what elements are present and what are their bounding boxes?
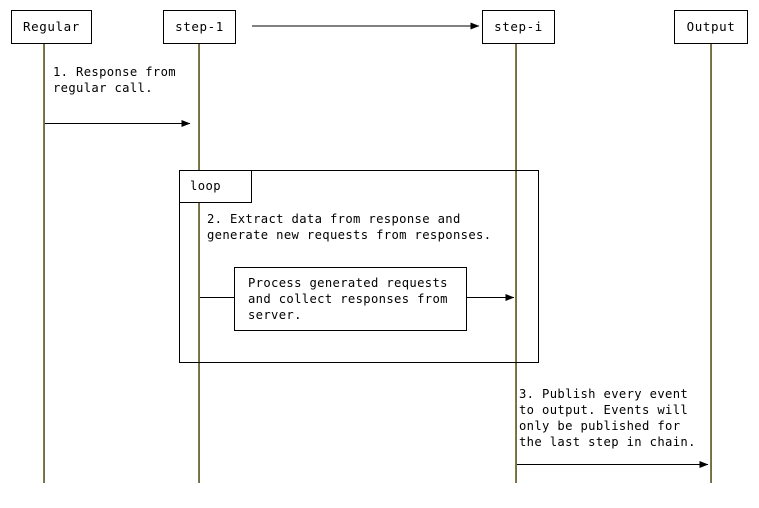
- participant-regular-label: Regular: [23, 18, 80, 34]
- loop-body-line-2: generate new requests from responses.: [207, 228, 492, 242]
- loop-fragment-frame: [179, 170, 539, 363]
- process-note-box: Process generated requests and collect re…: [234, 267, 467, 331]
- loop-fragment-operator-tab: loop: [179, 170, 252, 203]
- participant-step-i-label: step-i: [494, 18, 543, 34]
- lifeline-output: [710, 43, 712, 483]
- process-note-line-1: Process generated requests: [248, 276, 448, 290]
- message-1-label: 1. Response from regular call.: [53, 64, 176, 96]
- loop-fragment-tab-corner: [179, 170, 252, 203]
- message-3-line-4: the last step in chain.: [519, 435, 696, 449]
- lifeline-regular: [43, 43, 45, 483]
- participant-step-i[interactable]: step-i: [482, 10, 555, 44]
- participant-step-1-label: step-1: [175, 18, 224, 34]
- process-note-line-3: server.: [248, 308, 302, 322]
- process-note-line-2: and collect responses from: [248, 292, 448, 306]
- loop-fragment-operator-label: loop: [190, 179, 221, 193]
- message-1-line-1: 1. Response from: [53, 65, 176, 79]
- message-3-line-3: only be published for: [519, 419, 681, 433]
- message-3-label: 3. Publish every event to output. Events …: [519, 386, 696, 450]
- message-1-line-2: regular call.: [53, 81, 153, 95]
- participant-step-1[interactable]: step-1: [163, 10, 236, 44]
- participant-regular[interactable]: Regular: [11, 10, 92, 44]
- message-3-line-2: to output. Events will: [519, 403, 689, 417]
- lifeline-step-i: [515, 43, 517, 483]
- participant-output[interactable]: Output: [674, 10, 748, 44]
- participant-output-label: Output: [686, 18, 736, 34]
- loop-body-line-1: 2. Extract data from response and: [207, 212, 461, 226]
- loop-body-text: 2. Extract data from response and generat…: [207, 211, 491, 243]
- message-3-line-1: 3. Publish every event: [519, 387, 689, 401]
- lifeline-step-1: [198, 43, 200, 483]
